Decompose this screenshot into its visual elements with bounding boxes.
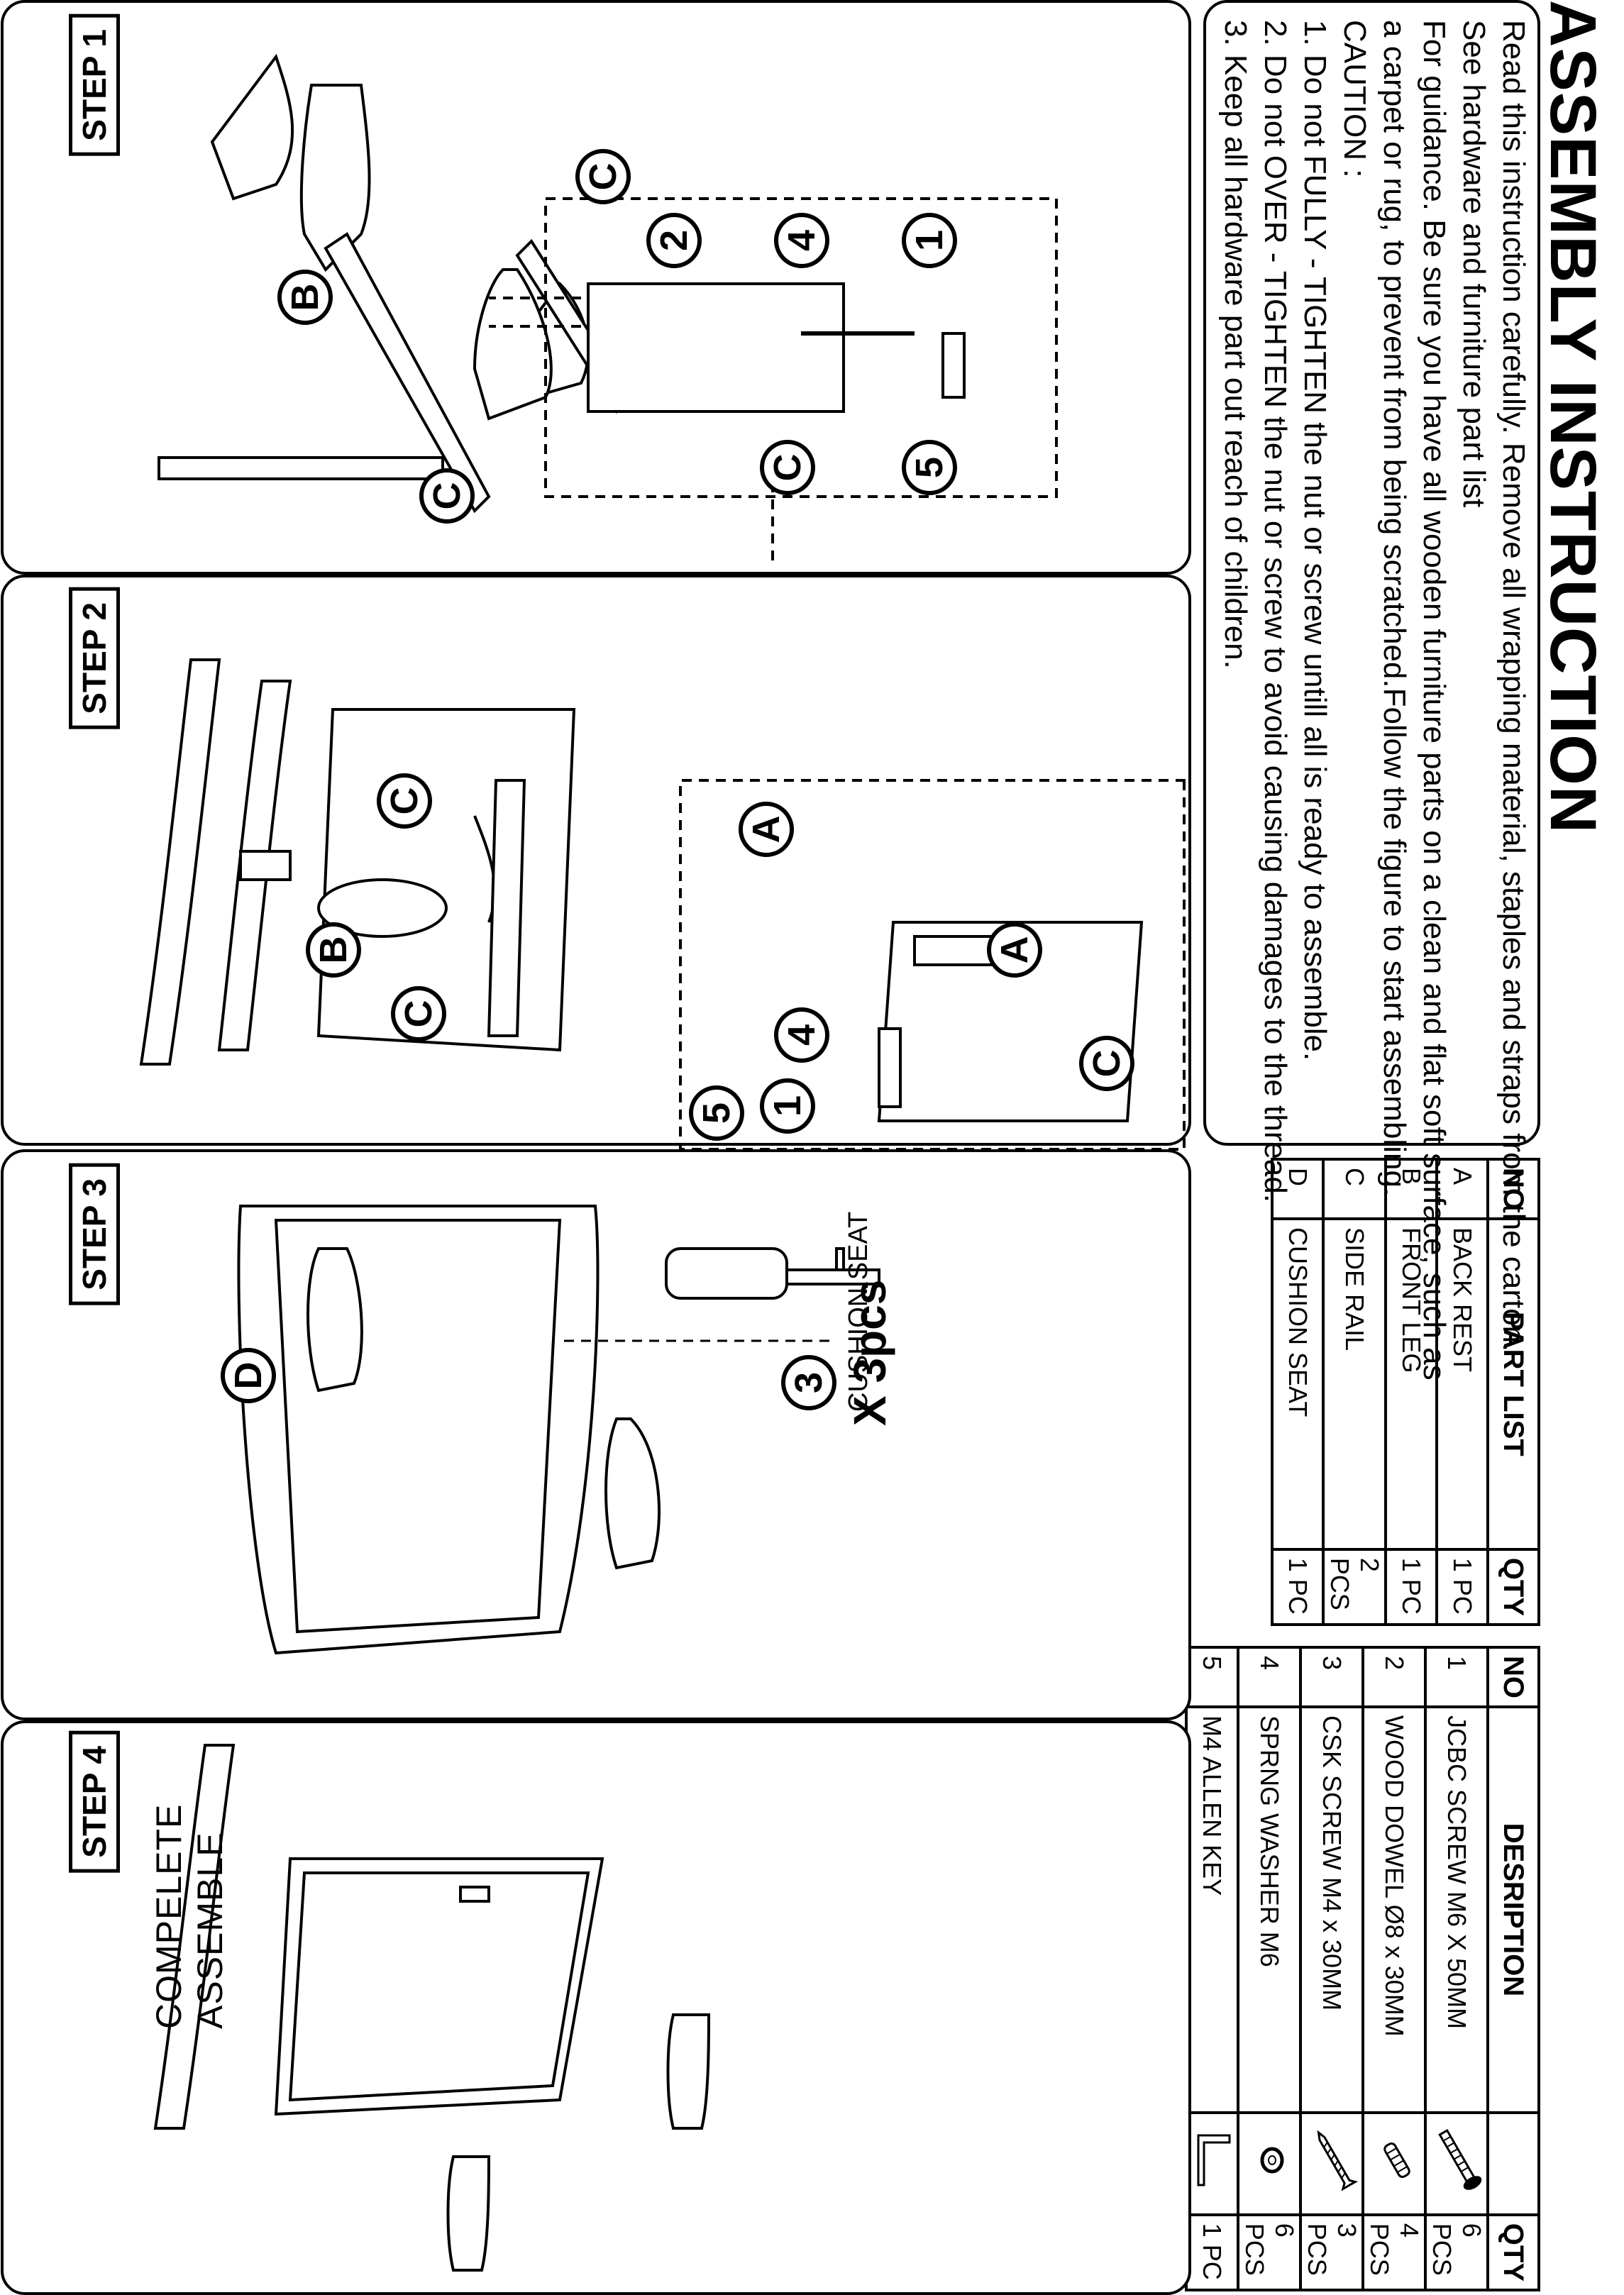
step4-complete-text: COMPELETE ASSEMBLE [149,1803,230,2029]
step2-detail-box [679,779,1186,1151]
table-row: 3 CSK SCREW M4 x 30MM 3 PCS [1300,1647,1363,2290]
washer-icon [1238,2112,1300,2215]
step4-seat [274,1857,604,2116]
csk-screw-icon [1300,2112,1363,2215]
step1-frontleg-bar [324,232,491,514]
step3-screwdriver-handle [665,1247,788,1300]
step2-backrest-top [139,658,221,1066]
hardware-table: NO DESRIPTION QTY 1 JCBC SCREW M6 X 50MM… [1185,1646,1540,2291]
step1-leg-top [210,53,294,201]
step4-leg2 [446,2155,491,2272]
table-row: 5 M4 ALLEN KEY 1 PC [1186,1647,1238,2290]
step2-allen-key-icon [878,1027,902,1108]
step4-leg [666,2013,711,2130]
step4-medallion [459,1886,490,1903]
step3-leg [306,1247,363,1393]
step4-backrest-top [153,1744,236,2130]
dowel-icon [1363,2112,1425,2215]
step2-side-rail [487,779,526,1037]
allen-key-icon [1186,2112,1238,2215]
step2-frontleg [239,850,292,881]
step1-detail-rail [587,282,845,413]
step2-backrest-medallion [317,878,448,938]
step3-leg2 [604,1417,661,1570]
step1-leg2 [473,268,553,421]
table-row: 1 JCBC SCREW M6 X 50MM 6 PCS [1425,1647,1488,2290]
step2-backrest-panel [316,708,576,1052]
step1-detail-box [544,197,1058,498]
step1-allen-key-icon [941,332,966,399]
step1-leg [299,84,371,272]
table-row: 2 WOOD DOWEL Ø8 x 30MM 4 PCS [1363,1647,1425,2290]
table-row: 4 SPRNG WASHER M6 6 PCS [1238,1647,1300,2290]
screw-icon [1425,2112,1488,2215]
